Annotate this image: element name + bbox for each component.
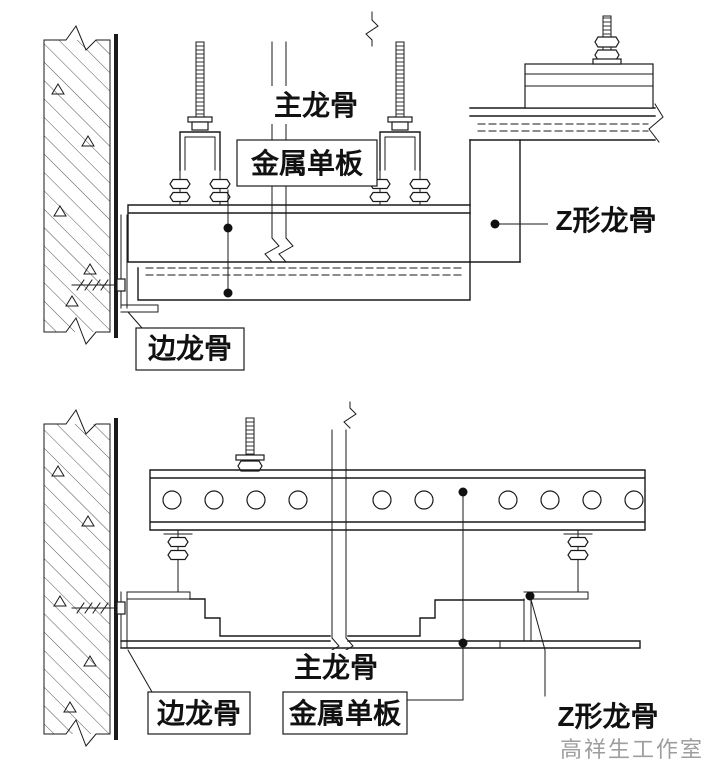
hex-nut-icon: [169, 191, 191, 203]
break-line: [648, 103, 664, 143]
hex-nut-icon: [567, 549, 589, 561]
edge-runner: [120, 591, 191, 649]
perforation-hole: [246, 490, 266, 510]
break-line: [43, 718, 111, 747]
edge-runner: [120, 214, 159, 313]
anchor-screw-icon: [71, 601, 126, 615]
leader-dot: [458, 638, 468, 648]
label-bg: [280, 650, 392, 684]
break-line: [43, 408, 111, 435]
metal-panel-lines: [137, 261, 471, 301]
label-edge-keel: 边龙骨: [148, 333, 232, 364]
threaded-rod-icon: [245, 417, 255, 457]
leader-dot: [525, 591, 535, 601]
concrete-aggregate-icon: [51, 83, 97, 307]
bottom-detail: 主龙骨 金属单板 边龙骨 Z形龙骨: [43, 401, 668, 747]
hex-nut-icon: [409, 178, 431, 190]
threaded-rod-icon: [395, 41, 405, 119]
break-line: [43, 316, 111, 345]
top-detail: 主龙骨 金属单板 Z形龙骨 边龙骨: [43, 11, 664, 371]
washer-icon: [592, 58, 622, 65]
label-box: [147, 691, 251, 735]
leader-line: [529, 595, 546, 697]
hex-nut-icon: [369, 191, 391, 203]
hex-nut-icon: [409, 191, 431, 203]
perforation-hole: [624, 490, 644, 510]
label-main-keel: 主龙骨: [294, 652, 378, 683]
hex-nut-icon: [209, 178, 231, 190]
washer-icon: [387, 116, 413, 123]
leader-dot: [223, 223, 233, 233]
bolt-stack: [163, 529, 193, 593]
perforation-hole: [204, 490, 224, 510]
nut-icon: [191, 121, 209, 131]
wall-section: [43, 24, 118, 345]
perforation-hole: [288, 490, 308, 510]
hex-nut-icon: [237, 460, 263, 472]
z-keel-profile: [499, 591, 589, 649]
perforation-hole: [498, 490, 518, 510]
label-edge-keel: 边龙骨: [157, 698, 241, 729]
hex-nut-icon: [594, 36, 620, 48]
perforation-hole: [372, 490, 392, 510]
concrete-aggregate-icon: [51, 465, 97, 713]
hex-nut-icon: [167, 549, 189, 561]
anchor-screw-icon: [71, 278, 126, 292]
label-z-keel: Z形龙骨: [557, 701, 658, 732]
label-bg: [258, 86, 374, 124]
hex-nut-icon: [567, 536, 589, 548]
perforation-hole: [582, 490, 602, 510]
hex-nut-icon: [169, 178, 191, 190]
perforation-hole: [540, 490, 560, 510]
bolt-stack: [563, 529, 593, 593]
break-line: [43, 24, 111, 51]
leader-dot: [223, 288, 233, 298]
leader-line: [406, 491, 464, 701]
leader-dot: [490, 219, 500, 229]
perforation-hole: [414, 490, 434, 510]
perforation-hole: [162, 490, 182, 510]
label-main-keel: 主龙骨: [274, 90, 358, 121]
label-z-keel: Z形龙骨: [555, 205, 656, 236]
break-line: [365, 11, 379, 47]
metal-panel-lines: [120, 598, 641, 649]
hanger-bracket: [379, 131, 421, 171]
hanger-rod-assembly: [369, 41, 431, 206]
right-upper-assembly: [469, 15, 664, 143]
hanger-rod-assembly: [169, 41, 231, 206]
leader-dot: [458, 487, 468, 497]
z-keel-web: [469, 139, 521, 263]
label-metal-panel: 金属单板: [288, 697, 401, 729]
perforated-main-runner: [149, 469, 646, 531]
hanger-bracket: [179, 131, 221, 171]
wall-section: [43, 408, 118, 747]
hex-nut-icon: [209, 191, 231, 203]
label-box: [135, 327, 245, 371]
break-line: [324, 429, 354, 663]
nut-icon: [391, 121, 409, 131]
leader-line: [127, 649, 153, 693]
washer-icon: [187, 116, 213, 123]
watermark: 高祥生工作室: [560, 737, 704, 762]
leader-line: [127, 311, 143, 329]
break-line: [343, 401, 357, 429]
label-metal-panel: 金属单板: [250, 147, 363, 179]
label-box: [236, 139, 378, 187]
label-box: [282, 691, 408, 735]
hex-nut-icon: [167, 536, 189, 548]
main-runner-channel: [127, 139, 521, 263]
label-bg: [548, 202, 664, 238]
washer-icon: [235, 454, 265, 461]
label-bg: [548, 698, 668, 734]
threaded-rod-icon: [195, 41, 205, 119]
hanger-rod-assembly: [235, 417, 265, 472]
